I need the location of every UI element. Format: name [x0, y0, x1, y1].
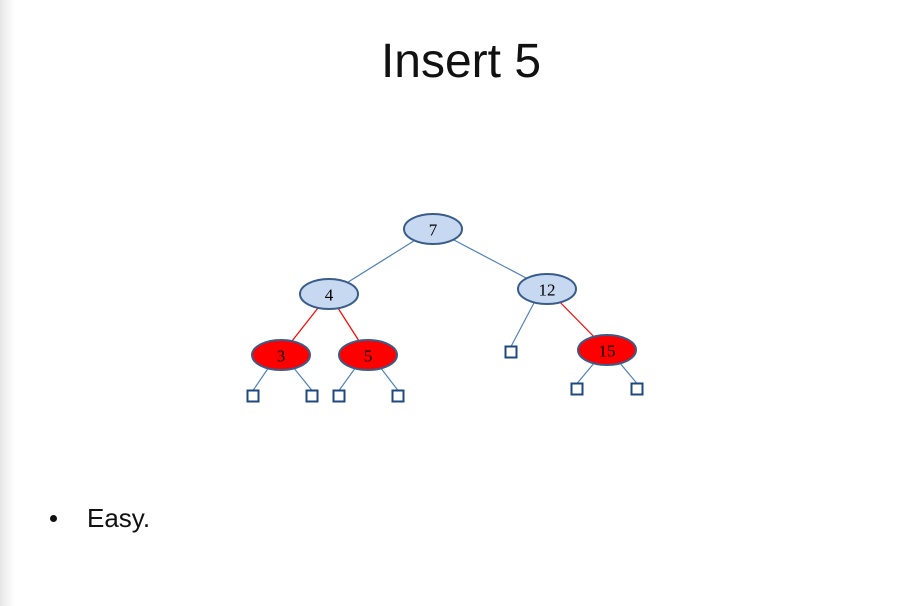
leaf-edge-l15b [618, 361, 638, 384]
node-ellipse [517, 273, 577, 305]
nil-leaf-box [570, 382, 584, 396]
node-ellipse [338, 339, 398, 371]
tree-edges [252, 228, 638, 391]
bullet-list: Easy. [46, 500, 150, 536]
node-ellipse [577, 334, 637, 366]
node-label: 5 [364, 347, 373, 366]
node-label: 7 [429, 221, 438, 240]
bullet-item: Easy. [46, 500, 150, 536]
nil-leaf-box [504, 345, 518, 359]
nil-leaf-box [305, 389, 319, 403]
tree-node-5: 5 [338, 339, 398, 371]
node-label: 4 [325, 286, 334, 305]
node-label: 15 [599, 342, 616, 361]
tree-node-12: 12 [517, 273, 577, 305]
nil-leaf-box [332, 389, 346, 403]
nil-leaf-box [630, 382, 644, 396]
nil-leaf-box [246, 389, 260, 403]
tree-node-4: 4 [299, 278, 359, 310]
leaf-edge-l3b [292, 366, 313, 391]
leaf-edge-l12a [510, 300, 536, 347]
node-label: 3 [277, 347, 286, 366]
bullet-text: Easy. [87, 503, 151, 533]
bullet-dot-icon [50, 514, 57, 522]
slide-edge-shade [0, 0, 14, 606]
tree-node-3: 3 [251, 339, 311, 371]
leaf-edge-l15a [576, 361, 596, 384]
tree-node-15: 15 [577, 334, 637, 366]
leaf-edge-l3a [252, 366, 270, 391]
node-ellipse [403, 213, 463, 245]
leaf-edge-l5a [338, 366, 357, 391]
node-ellipse [299, 278, 359, 310]
slide-title: Insert 5 [380, 35, 542, 88]
node-ellipse [251, 339, 311, 371]
tree-node-7: 7 [403, 213, 463, 245]
node-label: 12 [539, 281, 556, 300]
leaf-edge-l5b [379, 366, 399, 391]
nil-leaf-box [391, 389, 405, 403]
